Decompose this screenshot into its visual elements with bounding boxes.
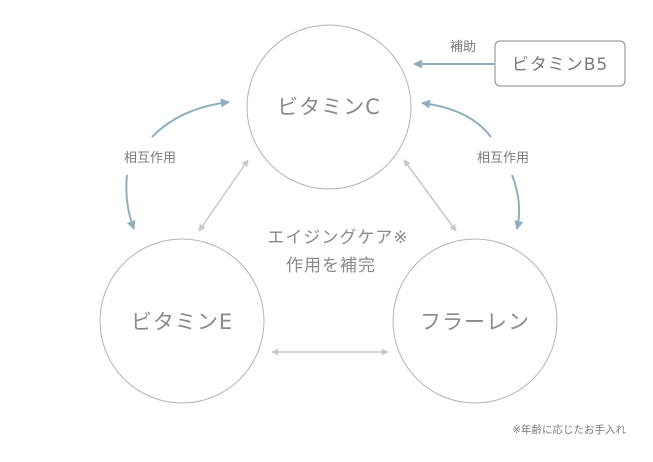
footnote: ※年齢に応じたお手入れ <box>512 423 626 436</box>
assist-label: 補助 <box>450 40 476 55</box>
vitamin-c-label: ビタミンC <box>277 95 381 119</box>
arrow-c-e <box>198 159 249 232</box>
fullerene-label: フラーレン <box>420 310 530 334</box>
vitamin-e-label: ビタミンE <box>131 310 233 334</box>
interaction-right-upper-arrow <box>421 99 492 138</box>
arrow-c-fullerene <box>403 159 457 232</box>
interaction-left-lower-arrow <box>125 174 136 230</box>
vitamin-e-circle <box>99 238 265 404</box>
vitamin-c-circle <box>246 24 412 190</box>
interaction-left-label: 相互作用 <box>124 151 176 166</box>
center-text-line1: エイジングケア※ <box>267 228 408 248</box>
vitamin-b5-label: ビタミンB5 <box>512 55 608 75</box>
fullerene-circle <box>392 238 558 404</box>
center-text-line2: 作用を補完 <box>286 256 376 276</box>
interaction-right-label: 相互作用 <box>477 151 529 166</box>
interaction-left-upper-arrow <box>151 98 230 138</box>
interaction-right-lower-arrow <box>511 174 524 230</box>
